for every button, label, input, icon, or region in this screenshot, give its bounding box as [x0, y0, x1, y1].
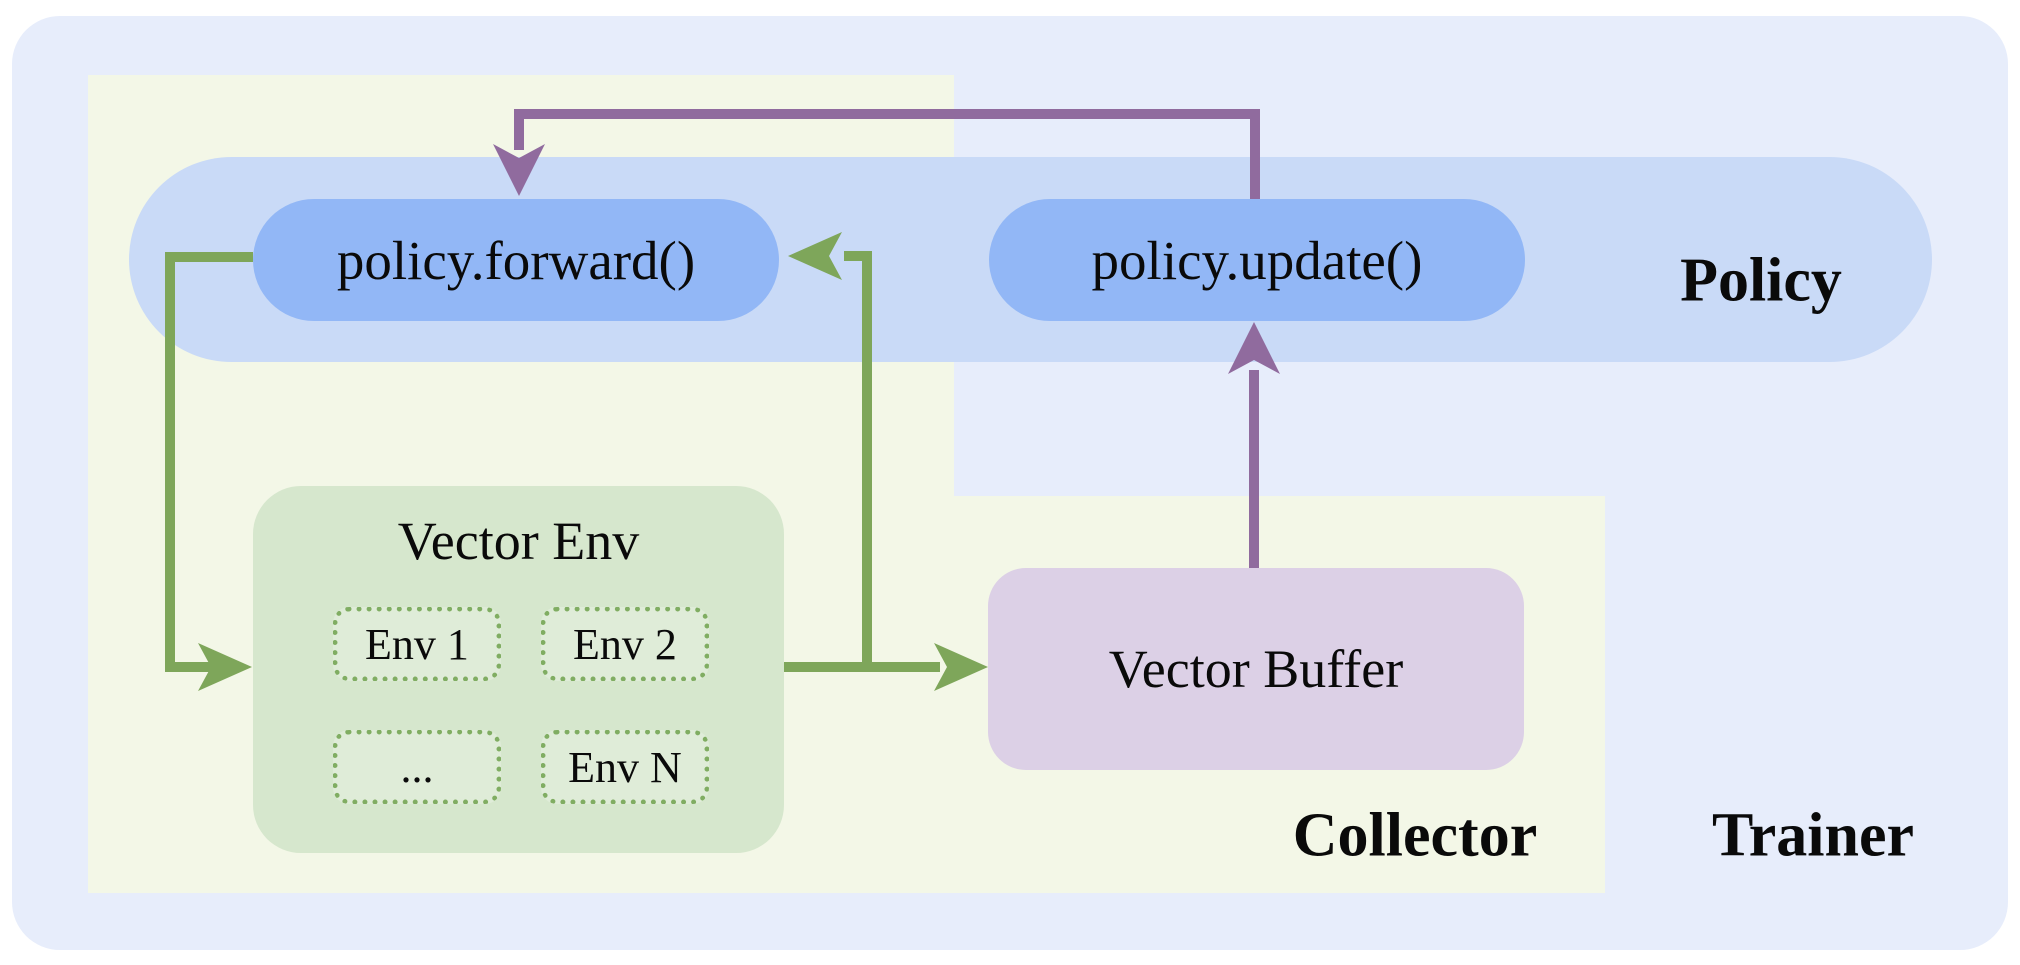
- policy-region-label: Policy: [1680, 246, 1842, 315]
- env-chip-1-label: Env 1: [365, 619, 469, 669]
- env-chip-2-label: Env 2: [573, 619, 677, 669]
- vector-env-title: Vector Env: [397, 511, 640, 571]
- vector-env-node: Vector Env Env 1 Env 2 ... Env N: [253, 486, 784, 853]
- trainer-region-label: Trainer: [1711, 801, 1915, 870]
- policy-forward-label: policy.forward(): [336, 229, 696, 291]
- collector-region-label: Collector: [1292, 801, 1538, 870]
- env-chip-ellipsis-label: ...: [400, 742, 434, 792]
- policy-update-label: policy.update(): [1091, 229, 1423, 291]
- env-chip-n: Env N: [541, 730, 709, 804]
- env-chip-n-label: Env N: [568, 742, 682, 792]
- env-chip-2: Env 2: [541, 607, 709, 681]
- vector-buffer-label: Vector Buffer: [1108, 639, 1404, 699]
- policy-forward-node: policy.forward(): [253, 199, 779, 321]
- env-chip-ellipsis: ...: [333, 730, 501, 804]
- vector-buffer-node: Vector Buffer: [988, 568, 1524, 770]
- env-chip-1: Env 1: [333, 607, 501, 681]
- policy-update-node: policy.update(): [989, 199, 1525, 321]
